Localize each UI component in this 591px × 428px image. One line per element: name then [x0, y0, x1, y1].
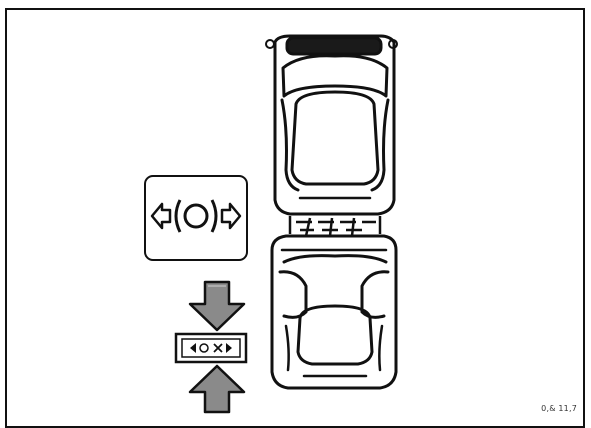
- arrow-up-icon: [190, 366, 244, 412]
- push-arrows-switch: [176, 282, 246, 412]
- seat-slide-symbol-box: [145, 176, 247, 260]
- seat-diagram: [0, 0, 591, 418]
- seat-rail: [290, 216, 380, 236]
- rear-seat-cushion: [298, 306, 372, 364]
- arrow-down-icon: [190, 282, 244, 330]
- rear-left-shoulder: [280, 272, 306, 318]
- front-seat-backrest: [292, 92, 378, 184]
- front-seat: [266, 36, 397, 214]
- front-knob-left: [266, 40, 274, 48]
- figure-code: 0,& 11,7: [541, 404, 577, 413]
- front-seat-shoulder: [283, 56, 387, 96]
- rear-seat: [272, 236, 396, 388]
- front-headrest: [287, 38, 381, 54]
- seat-switch-icon: [176, 334, 246, 362]
